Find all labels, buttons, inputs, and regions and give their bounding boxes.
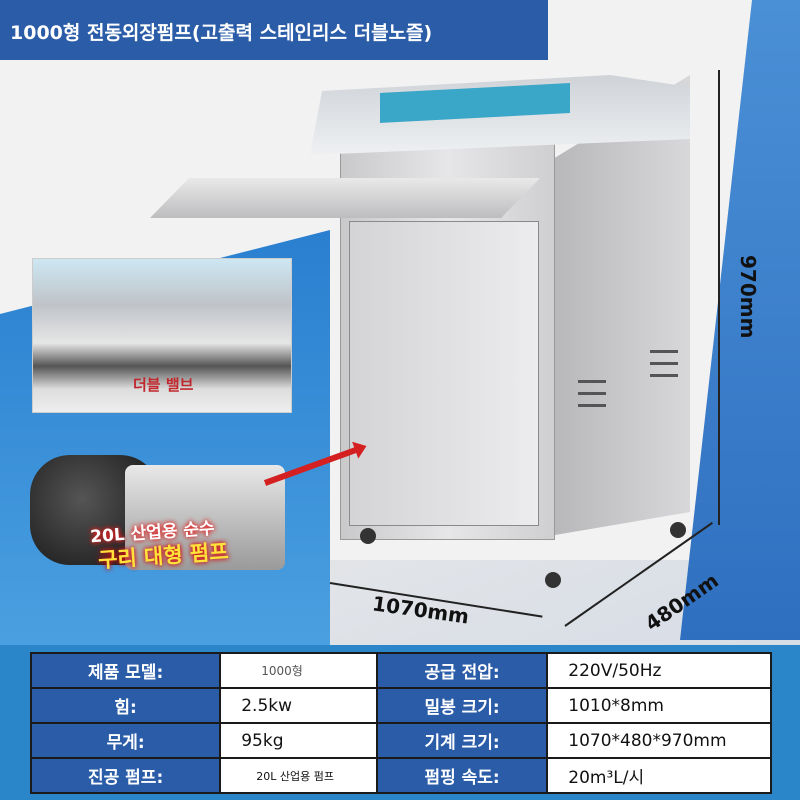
table-row: 무게: 95kg 기계 크기: 1070*480*970mm	[29, 722, 772, 759]
wheel	[360, 528, 376, 544]
spec-value: 1070*480*970mm	[546, 722, 772, 759]
table-row: 진공 펌프: 20L 산업용 펌프 펌핑 속도: 20m³L/시	[29, 757, 772, 794]
vent	[650, 350, 678, 353]
wheel	[545, 572, 561, 588]
vent	[578, 392, 606, 395]
spec-value: 95kg	[219, 722, 378, 759]
machine-side	[555, 75, 690, 535]
spec-value: 2.5kw	[219, 687, 378, 724]
spec-value: 20L 산업용 펌프	[219, 757, 378, 794]
pump-image: 20L 산업용 순수 구리 대형 펌프	[30, 440, 290, 590]
height-dimension: 970mm	[736, 255, 760, 339]
height-dimension-line	[718, 70, 720, 525]
vent	[578, 404, 606, 407]
spec-label: 제품 모델:	[29, 652, 222, 689]
spec-value: 20m³L/시	[546, 757, 772, 794]
wheel	[670, 522, 686, 538]
vent	[578, 380, 606, 383]
spec-label: 힘:	[29, 687, 222, 724]
spec-label: 진공 펌프:	[29, 757, 222, 794]
spec-value: 1000형	[219, 652, 378, 689]
inset-label: 더블 밸브	[133, 376, 194, 394]
table-row: 제품 모델: 1000형 공급 전압: 220V/50Hz	[29, 652, 772, 689]
page-title: 1000형 전동외장펌프(고출력 스테인리스 더블노즐)	[0, 0, 548, 60]
spec-label: 펌핑 속도:	[375, 757, 549, 794]
vent	[650, 362, 678, 365]
spec-value: 220V/50Hz	[546, 652, 772, 689]
spec-label: 공급 전압:	[375, 652, 549, 689]
spec-label: 기계 크기:	[375, 722, 549, 759]
machine-door	[349, 221, 539, 526]
spec-value: 1010*8mm	[546, 687, 772, 724]
machine-shelf	[150, 178, 540, 218]
spec-table: 제품 모델: 1000형 공급 전압: 220V/50Hz 힘: 2.5kw 밀…	[29, 652, 772, 794]
table-row: 힘: 2.5kw 밀봉 크기: 1010*8mm	[29, 687, 772, 724]
pump-body	[125, 465, 285, 570]
spec-label: 밀봉 크기:	[375, 687, 549, 724]
spec-label: 무게:	[29, 722, 222, 759]
detail-inset-valve: 더블 밸브	[32, 258, 292, 413]
vent	[650, 374, 678, 377]
spec-section: 제품 모델: 1000형 공급 전압: 220V/50Hz 힘: 2.5kw 밀…	[0, 645, 800, 800]
